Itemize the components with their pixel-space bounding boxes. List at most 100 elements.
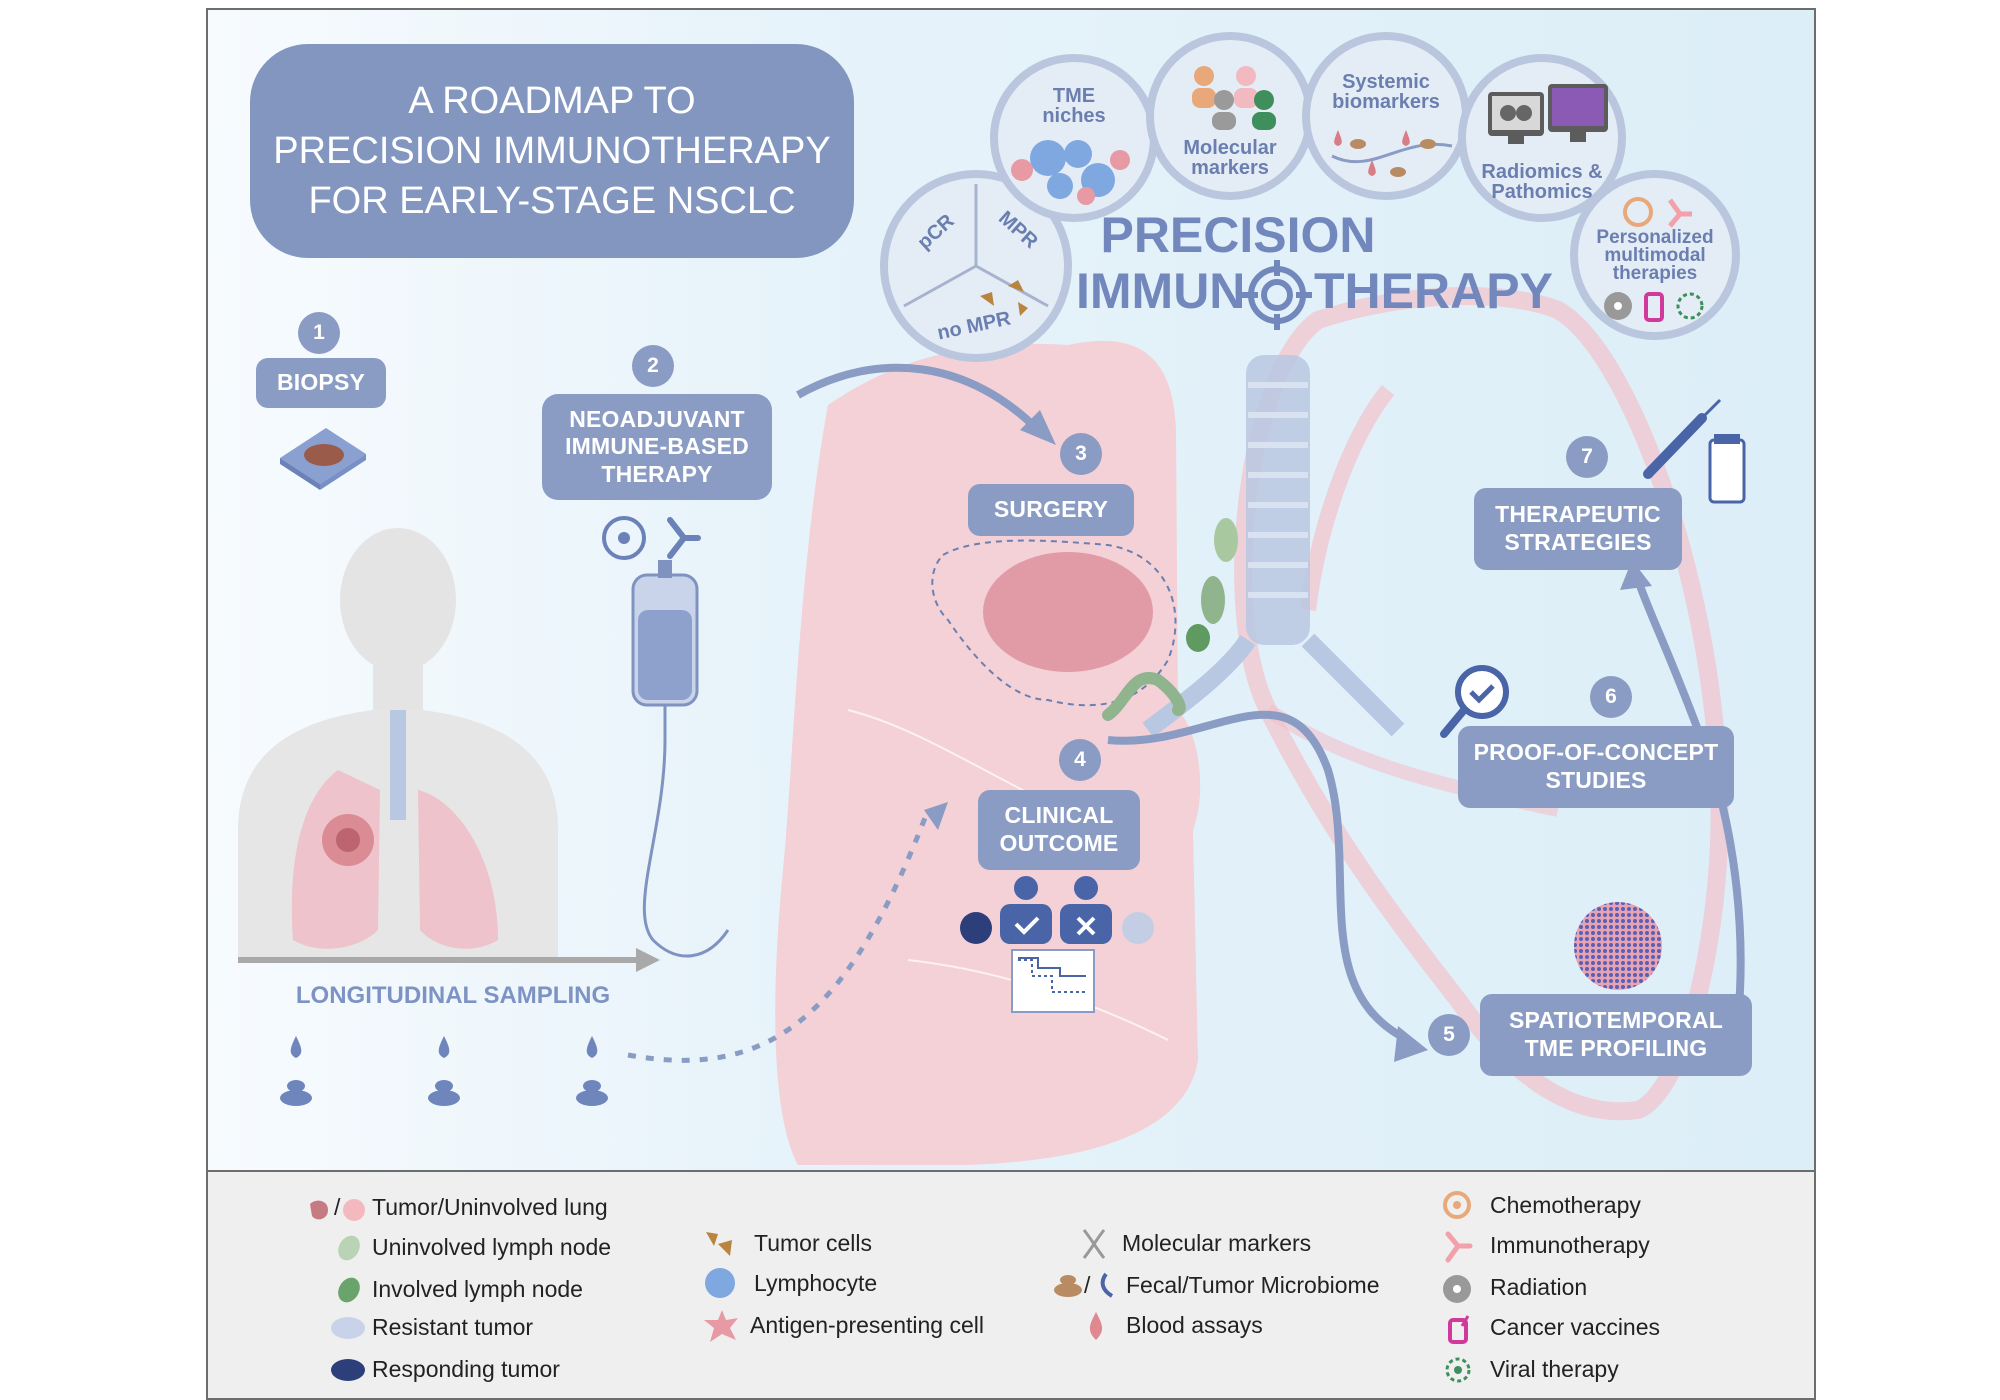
figure-frame: A ROADMAP TO PRECISION IMMUNOTHERAPY FOR… — [206, 8, 1816, 1400]
target-icon — [1242, 260, 1312, 330]
tme-heatmap-icon — [1574, 902, 1662, 990]
blood-drop-icon — [290, 1036, 598, 1058]
vial-icon — [1708, 438, 1746, 504]
blood-stool-icon — [1331, 130, 1453, 177]
radiomics-line-2: Pathomics — [1491, 181, 1593, 203]
step-3-number: 3 — [1060, 433, 1102, 475]
step-6-proof-of-concept: PROOF-OF-CONCEPT STUDIES — [1458, 726, 1734, 808]
longitudinal-sampling-label: LONGITUDINAL SAMPLING — [295, 982, 611, 1009]
chemo-immuno-icon — [1623, 197, 1692, 228]
radiation-icon — [1443, 1275, 1471, 1303]
tumor-lung-icon — [310, 1199, 365, 1221]
step-2-line-2: IMMUNE-BASED — [565, 433, 749, 460]
step-1-biopsy: BIOPSY — [256, 358, 386, 408]
response-pie-icon — [903, 184, 1049, 316]
figure-title: A ROADMAP TO PRECISION IMMUNOTHERAPY FOR… — [250, 44, 854, 258]
step-7-therapeutic-strategies: THERAPEUTIC STRATEGIES — [1474, 488, 1682, 570]
personalized-line-2: multimodal — [1604, 245, 1706, 266]
molecular-line-1: Molecular — [1183, 137, 1277, 159]
step-4-line-2: OUTCOME — [999, 830, 1119, 856]
molecular-line-2: markers — [1191, 157, 1269, 179]
title-line-1: A ROADMAP TO — [408, 79, 696, 122]
molecular-markers-bubble: Molecular markers — [1146, 32, 1314, 200]
patient-nonresponder-icon — [1060, 876, 1112, 944]
people-icon — [1192, 66, 1276, 130]
systemic-line-1: Systemic — [1342, 71, 1430, 93]
legend-fecal-tumor-microbiome: Fecal/Tumor Microbiome — [1126, 1272, 1380, 1298]
tme-cells-icon — [1011, 140, 1130, 205]
step-2-neoadjuvant: NEOADJUVANT IMMUNE-BASED THERAPY — [542, 394, 772, 500]
systemic-biomarkers-bubble: Systemic biomarkers — [1302, 32, 1470, 200]
immunotherapy-icon — [1445, 1231, 1473, 1263]
title-line-2: PRECISION IMMUNOTHERAPY — [273, 129, 831, 172]
step-4-clinical-outcome: CLINICAL OUTCOME — [978, 790, 1140, 870]
tumor-cells-icon — [706, 1232, 732, 1256]
legend-resistant-tumor: Resistant tumor — [372, 1314, 534, 1340]
personalized-line-3: therapies — [1612, 263, 1698, 284]
apc-icon — [704, 1310, 738, 1342]
responding-tumor-icon — [331, 1359, 365, 1381]
step-7-line-2: STRATEGIES — [1504, 529, 1652, 555]
blood-assay-icon — [1089, 1312, 1103, 1340]
tme-niches-bubble: TME niches — [990, 54, 1158, 222]
systemic-line-2: biomarkers — [1332, 91, 1440, 113]
lymph-node — [1186, 624, 1210, 652]
legend-immunotherapy: Immunotherapy — [1490, 1232, 1650, 1258]
biohazard-icon — [602, 516, 701, 560]
microbiome-icon — [1054, 1272, 1114, 1298]
resistant-tumor-icon — [331, 1317, 365, 1339]
legend-responding-tumor: Responding tumor — [372, 1356, 560, 1382]
trachea-icon — [1142, 355, 1405, 738]
syringe-icon — [1643, 398, 1746, 504]
monitors-icon — [1488, 84, 1608, 144]
precision-heading: PRECISION — [1100, 207, 1376, 263]
lymph-node — [1214, 518, 1238, 562]
magnifier-check-icon — [1440, 665, 1509, 738]
step-6-number: 6 — [1590, 676, 1632, 718]
step-5-line-1: SPATIOTEMPORAL — [1508, 1007, 1724, 1034]
chemotherapy-icon — [1443, 1191, 1471, 1219]
biopsy-slide-icon — [280, 428, 366, 490]
legend-separator: / — [334, 1194, 341, 1220]
tme-line-2: niches — [1042, 105, 1106, 127]
uninvolved-node-icon — [338, 1235, 360, 1261]
patient-responder-icon — [1000, 876, 1052, 944]
legend-antigen-presenting-cell: Antigen-presenting cell — [750, 1312, 984, 1338]
step-6-line-2: STUDIES — [1545, 767, 1647, 793]
step-5-number: 5 — [1428, 1014, 1470, 1056]
legend-blood-assays: Blood assays — [1126, 1312, 1263, 1338]
tme-line-1: TME — [1052, 85, 1096, 107]
legend-radiation: Radiation — [1490, 1274, 1588, 1300]
step-1-label: BIOPSY — [276, 369, 366, 396]
dna-icon — [1082, 1229, 1106, 1259]
title-line-3: FOR EARLY-STAGE NSCLC — [308, 180, 796, 223]
step-1-number: 1 — [298, 312, 340, 354]
step-2-line-3: THERAPY — [601, 460, 713, 487]
step-4-number: 4 — [1059, 739, 1101, 781]
step-7-line-1: THERAPEUTIC — [1495, 501, 1661, 528]
step-6-line-1: PROOF-OF-CONCEPT — [1473, 739, 1719, 766]
personalized-therapies-bubble: Personalized multimodal therapies — [1570, 170, 1740, 340]
legend-cancer-vaccines: Cancer vaccines — [1490, 1314, 1661, 1340]
sampling-timepoints — [280, 1036, 608, 1106]
iv-bag-icon — [631, 560, 730, 958]
survival-curve-icon — [1011, 949, 1095, 1013]
radiation-vaccine-viral-icon — [1604, 292, 1704, 322]
antibody-icon — [667, 517, 701, 559]
step-5-spatiotemporal: SPATIOTEMPORAL TME PROFILING — [1480, 994, 1752, 1076]
personalized-line-1: Personalized — [1596, 227, 1714, 248]
radiomics-pathomics-bubble: Radiomics & Pathomics — [1458, 54, 1626, 222]
step-7-number: 7 — [1566, 436, 1608, 478]
step-2-number: 2 — [632, 345, 674, 387]
legend-microbiome-separator: / — [1084, 1272, 1091, 1298]
outcome-illustration — [960, 876, 1154, 1013]
legend-involved-lymph-node: Involved lymph node — [372, 1276, 583, 1302]
immun-heading: IMMUN — [1076, 263, 1246, 319]
legend-chemotherapy: Chemotherapy — [1490, 1192, 1641, 1218]
human-silhouette-icon — [238, 528, 558, 960]
legend-lymphocyte: Lymphocyte — [754, 1270, 878, 1296]
step-4-line-1: CLINICAL — [1004, 802, 1114, 829]
stool-icon — [280, 1080, 608, 1106]
legend-tumor-cells: Tumor cells — [754, 1230, 872, 1256]
radiomics-line-1: Radiomics & — [1481, 161, 1603, 183]
